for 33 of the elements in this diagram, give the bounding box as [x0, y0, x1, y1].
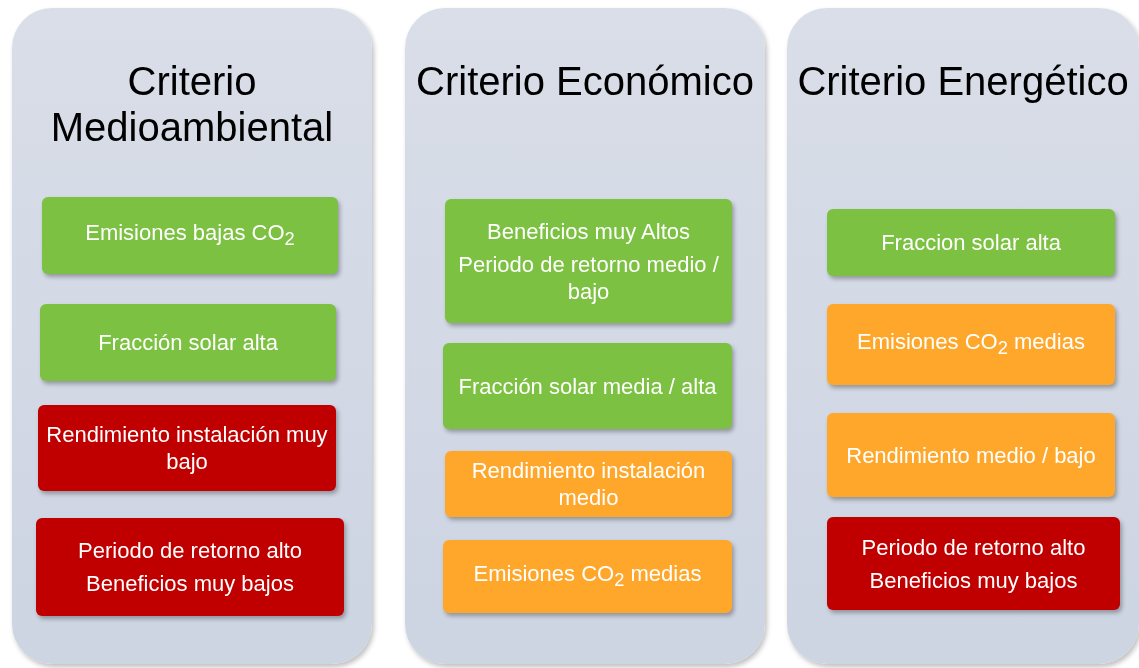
box-text: Beneficios muy bajos: [85, 570, 295, 598]
criterion-box: [443, 540, 732, 613]
box-text: Rendimiento instalación muy bajo: [45, 421, 329, 476]
panel-title: Criterio Medioambiental: [49, 58, 335, 150]
box-text: Beneficios muy Altos: [486, 217, 691, 246]
box-text: Emisiones CO$_{2}$ medias: [856, 327, 1086, 361]
box-text: Periodo de retorno alto: [860, 533, 1087, 562]
criterion-box: [827, 209, 1115, 276]
criterion-panel: [12, 8, 372, 664]
box-text: Emisiones bajas CO$_{2}$: [84, 218, 296, 252]
criterion-box: [827, 517, 1120, 610]
criterion-box: [36, 518, 344, 616]
criterion-box: [445, 451, 732, 517]
criterion-box: [827, 413, 1115, 497]
criterion-box: [443, 343, 732, 429]
box-text: Beneficios muy bajos: [868, 566, 1079, 595]
criterion-panel: [787, 8, 1139, 664]
box-text: Periodo de retorno alto: [77, 537, 303, 565]
criterion-box: [445, 199, 732, 323]
criterion-panel: [405, 8, 765, 664]
box-text: Fracción solar alta: [97, 329, 279, 357]
box-text: Emisiones CO$_{2}$ medias: [472, 559, 703, 593]
box-text: Fraccion solar alta: [880, 229, 1062, 257]
criterion-box: [42, 197, 338, 274]
box-text: Fracción solar media / alta: [457, 372, 718, 401]
box-text: Periodo de retorno medio / bajo: [457, 250, 720, 306]
panel-title: Criterio Económico: [415, 58, 755, 104]
box-text: Rendimiento instalación medio: [470, 457, 707, 512]
box-text: Rendimiento medio / bajo: [845, 441, 1097, 470]
criterion-box: [827, 304, 1115, 385]
panel-title: Criterio Energético: [796, 58, 1130, 104]
criterion-box: [38, 405, 336, 491]
criterion-box: [40, 304, 336, 381]
